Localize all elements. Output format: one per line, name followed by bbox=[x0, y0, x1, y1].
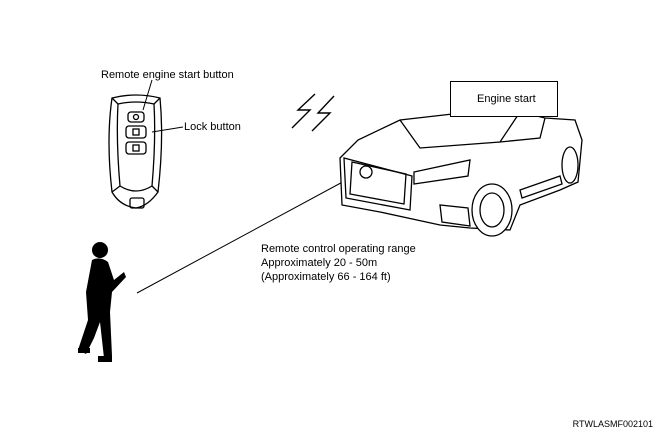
pickup-truck-icon bbox=[339, 111, 583, 237]
person-silhouette-icon bbox=[78, 242, 126, 362]
operating-range-text: Remote control operating range Approxima… bbox=[261, 242, 416, 284]
range-line-imperial: (Approximately 66 - 164 ft) bbox=[261, 271, 391, 283]
remote-engine-start-button-label: Remote engine start button bbox=[101, 69, 234, 81]
lock-button-label: Lock button bbox=[184, 121, 241, 133]
key-fob-icon bbox=[108, 94, 163, 209]
range-line-metric: Approximately 20 - 50m bbox=[261, 257, 378, 269]
figure-code: RTWLASMF002101 bbox=[572, 419, 653, 429]
range-line-title: Remote control operating range bbox=[261, 243, 416, 255]
engine-start-callout: Engine start bbox=[450, 81, 558, 117]
signal-bolt-icon bbox=[291, 93, 335, 132]
engine-start-label: Engine start bbox=[477, 93, 536, 105]
